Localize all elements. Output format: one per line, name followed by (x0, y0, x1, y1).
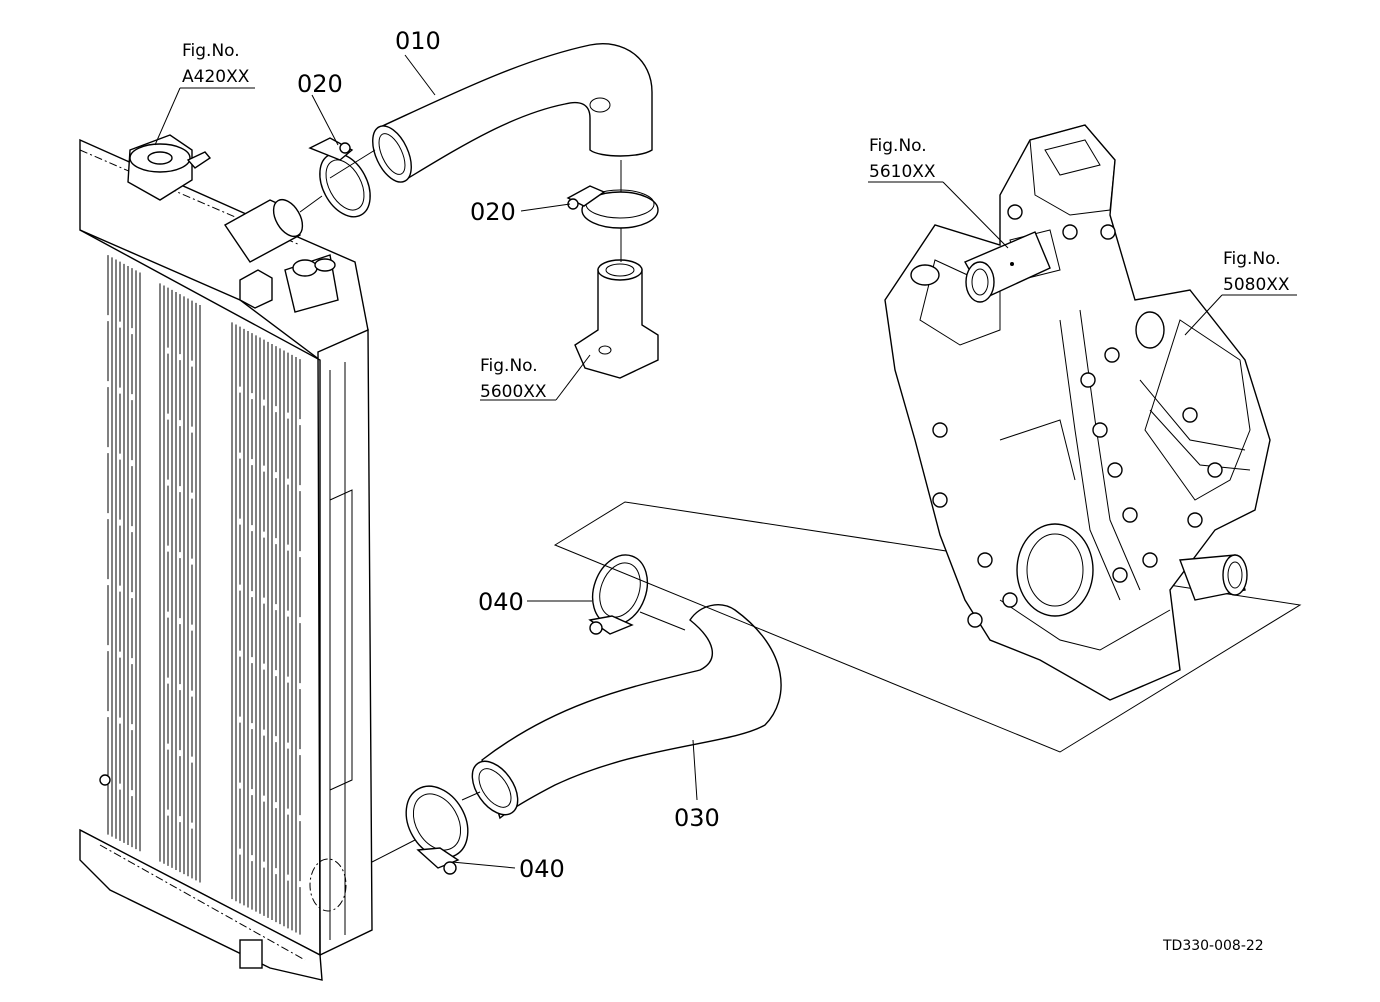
thermostat-cover (574, 259, 659, 379)
part-label-040-lower: 040 (519, 855, 565, 883)
fig-a420-line1: Fig.No. (182, 41, 240, 61)
part-label-030: 030 (674, 804, 720, 832)
bolt-hole (1100, 224, 1116, 240)
bolt-hole (1104, 347, 1120, 363)
bolt-hole (977, 552, 993, 568)
bolt-hole (1142, 552, 1158, 568)
part-label-020-upper: 020 (297, 70, 343, 98)
bolt-hole (932, 422, 948, 438)
bolt-hole (932, 492, 948, 508)
bolt-hole (1207, 462, 1223, 478)
bolt-hole (1007, 204, 1023, 220)
bolt-hole (1002, 592, 1018, 608)
fig-a420-line2: A420XX (182, 67, 250, 87)
fig-5080-line1: Fig.No. (1223, 249, 1281, 269)
hose-clamp-020-upper (308, 137, 371, 218)
hose-clamp-020-lower (566, 185, 659, 229)
fig-5600-line2: 5600XX (480, 382, 547, 402)
upper-hose-010 (372, 43, 653, 183)
bolt-hole (1107, 462, 1123, 478)
bolt-hole (1092, 422, 1108, 438)
bolt-hole (1182, 407, 1198, 423)
hose-clamp-040-upper (588, 554, 649, 635)
part-label-040-upper: 040 (478, 588, 524, 616)
hose-clamp-040-lower (405, 785, 469, 875)
lower-hose-030 (471, 604, 782, 820)
radiator (79, 134, 373, 981)
bolt-hole (1062, 224, 1078, 240)
part-label-020-lower: 020 (470, 198, 516, 226)
bolt-hole (1187, 512, 1203, 528)
bolt-hole (1080, 372, 1096, 388)
bolt-hole (1122, 507, 1138, 523)
fig-5610-line2: 5610XX (869, 162, 936, 182)
part-label-010: 010 (395, 27, 441, 55)
callout-labels: Fig.No. A420XX 020 010 020 Fig.No. 5600X… (182, 27, 1290, 954)
engine-gear-case (553, 124, 1302, 753)
fig-5610-line1: Fig.No. (869, 136, 927, 156)
fig-5600-line1: Fig.No. (480, 356, 538, 376)
bolt-hole (1112, 567, 1128, 583)
leader-lines (154, 54, 1297, 869)
fig-5080-line2: 5080XX (1223, 275, 1290, 295)
drawing-code: TD330-008-22 (1162, 938, 1264, 954)
bolt-hole (967, 612, 983, 628)
